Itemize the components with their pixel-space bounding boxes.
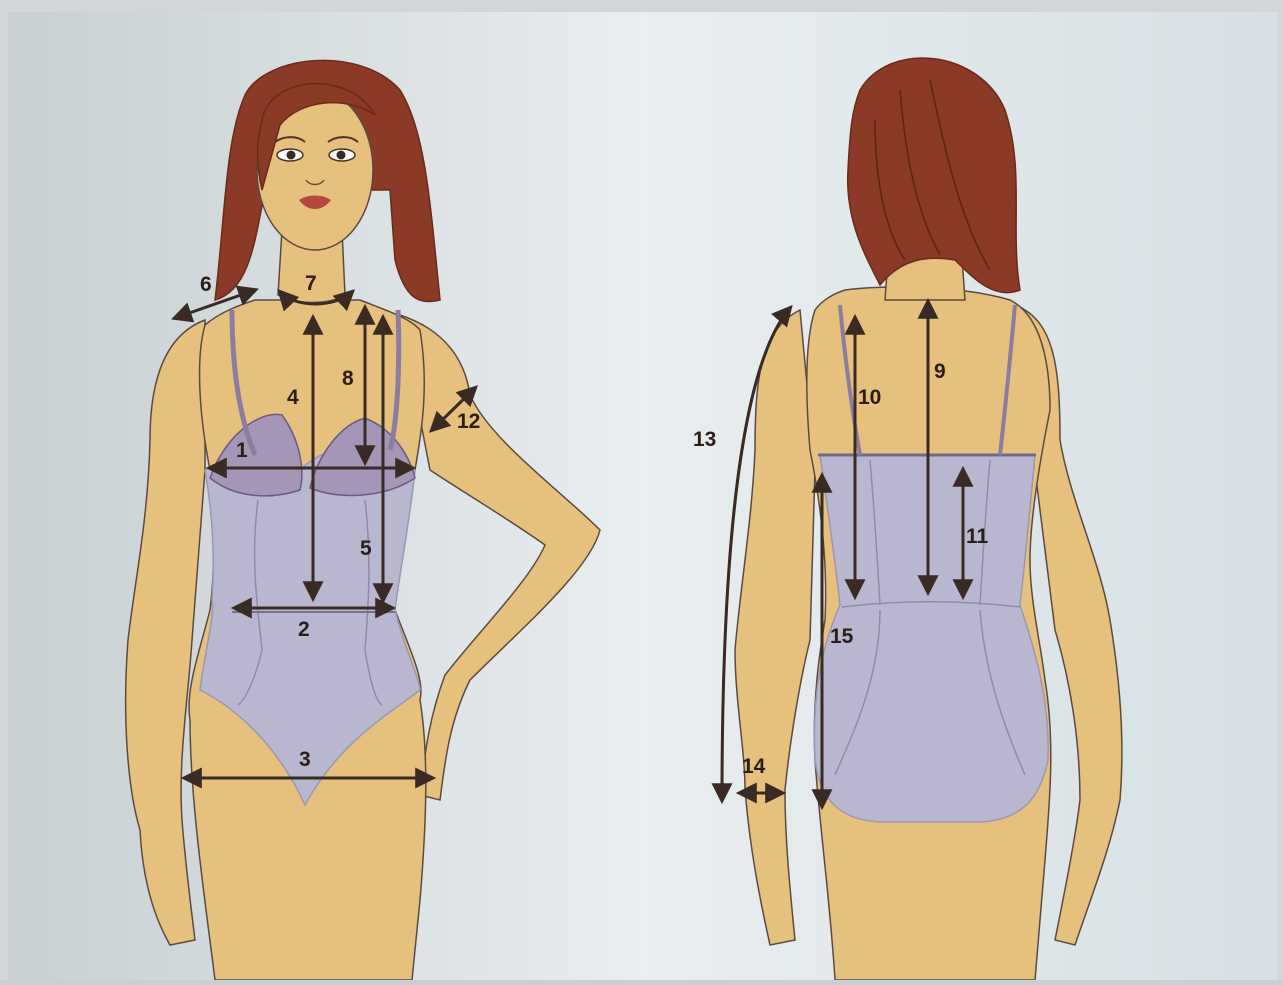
back-hair: [848, 58, 1020, 293]
label-13: 13: [693, 428, 716, 451]
label-1: 1: [236, 439, 248, 462]
label-7: 7: [305, 272, 317, 295]
label-4: 4: [287, 386, 299, 409]
label-14: 14: [742, 755, 766, 778]
label-10: 10: [858, 386, 881, 409]
label-9: 9: [934, 360, 946, 383]
label-2: 2: [298, 618, 310, 641]
label-3: 3: [299, 748, 311, 771]
label-12: 12: [457, 410, 480, 433]
label-15: 15: [830, 625, 854, 648]
label-8: 8: [342, 367, 354, 390]
label-11: 11: [966, 525, 989, 548]
label-6: 6: [200, 273, 212, 296]
label-5: 5: [360, 537, 372, 560]
